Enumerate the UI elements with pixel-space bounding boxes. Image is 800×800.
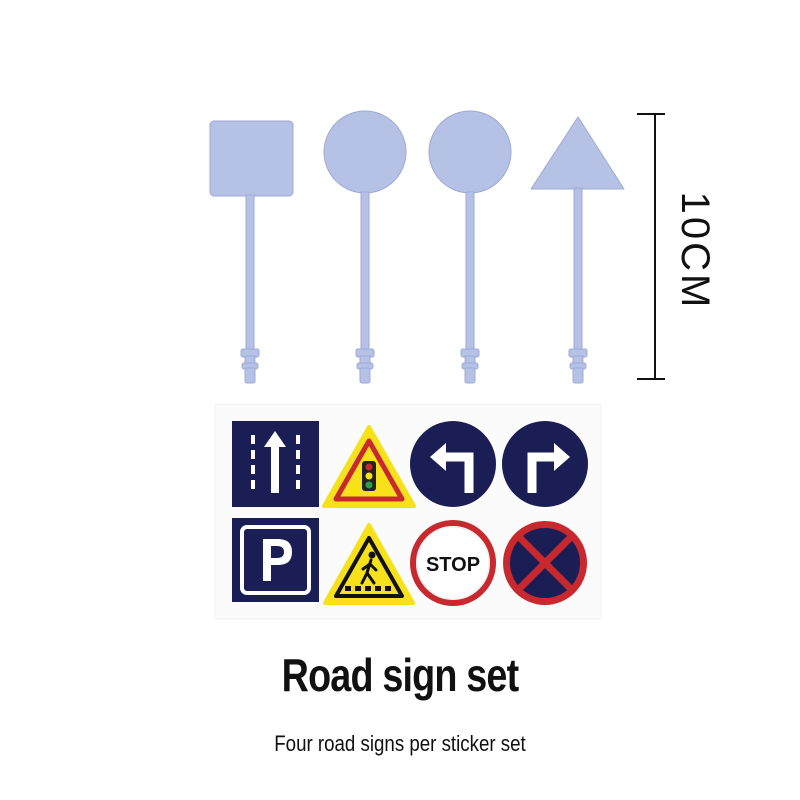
square-sign-post bbox=[209, 120, 294, 384]
stop-sign-text: STOP bbox=[426, 554, 480, 576]
sticker-sheet-graphics: STOP bbox=[232, 421, 588, 606]
no-stopping-sticker bbox=[503, 521, 587, 605]
product-subtitle: Four road signs per sticker set bbox=[274, 731, 526, 756]
sticker-sheet: STOP bbox=[216, 405, 600, 618]
straight-lane-sticker bbox=[232, 421, 319, 507]
round-sign-post-2 bbox=[428, 110, 512, 384]
round-sign-post-1 bbox=[323, 110, 407, 384]
turn-right-sticker bbox=[502, 421, 588, 507]
triangle-sign-post bbox=[530, 116, 625, 384]
parking-sticker bbox=[232, 518, 319, 602]
dimension-bracket bbox=[637, 113, 665, 380]
stop-sign-sticker: STOP bbox=[410, 520, 496, 606]
traffic-light-warning-sticker bbox=[322, 425, 416, 508]
turn-left-sticker bbox=[410, 421, 496, 507]
dimension-label: 10CM bbox=[673, 191, 717, 311]
pedestrian-crossing-sticker bbox=[323, 523, 415, 605]
product-title: Road sign set bbox=[281, 649, 519, 701]
